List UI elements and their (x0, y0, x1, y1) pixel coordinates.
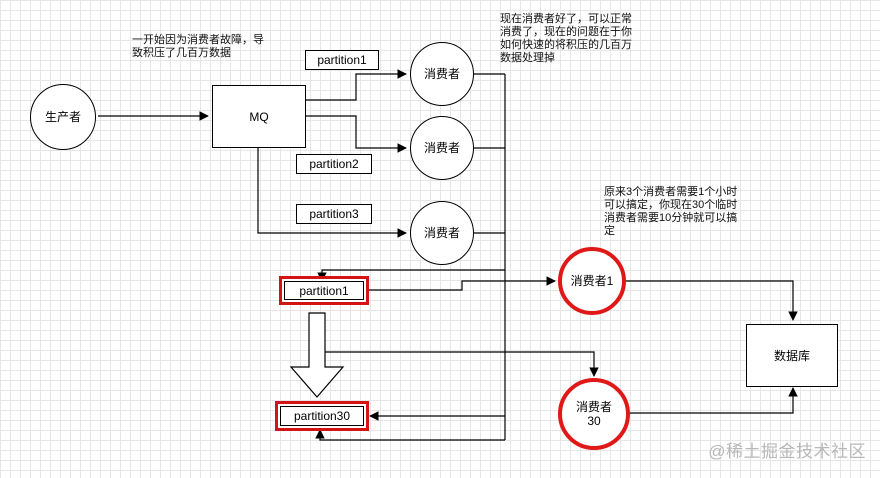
database-node: 数据库 (746, 324, 838, 387)
edge-consumer30-database (630, 387, 798, 414)
new-partition-1: partition1 (279, 276, 369, 305)
partition-3-label: partition3 (296, 204, 372, 224)
edge-mq-consumer-a (306, 69, 407, 101)
watermark: @稀土掘金技术社区 (708, 442, 866, 461)
consumer-node-b: 消费者 (410, 116, 474, 180)
edge-partitions-consumer30 (316, 351, 599, 377)
partition-1-label: partition1 (305, 50, 379, 70)
new-partition-1-label: partition1 (284, 281, 364, 300)
mq-node: MQ (212, 85, 306, 148)
temp-consumer-30-node: 消费者 30 (558, 378, 630, 450)
temp-consumer-1-node: 消费者1 (558, 247, 626, 315)
edge-mq-consumer-b (306, 115, 407, 153)
new-partition-30: partition30 (275, 401, 369, 431)
edge-partition1-consumer1 (368, 276, 556, 291)
producer-node: 生产者 (30, 84, 96, 150)
edge-mq-consumer-c (257, 148, 407, 238)
note-backlog: 一开始因为消费者故障，导 致积压了几百万数据 (132, 34, 264, 59)
edge-consumer1-database (626, 280, 798, 321)
scale-out-arrow (289, 312, 345, 398)
consumer-node-c: 消费者 (410, 201, 474, 265)
note-speedup: 原来3个消费者需要1个小时 可以搞定，你现在30个临时 消费者需要10分钟就可以… (604, 186, 738, 237)
partition-2-label: partition2 (296, 154, 372, 174)
edge-bus-bottom-partition30 (315, 429, 505, 441)
new-partition-30-label: partition30 (280, 406, 364, 426)
note-consumers-recovered: 现在消费者好了，可以正常 消费了，现在的问题在于你 如何快速的将积压的几百万 数… (500, 13, 632, 64)
consumer-node-a: 消费者 (410, 42, 474, 106)
